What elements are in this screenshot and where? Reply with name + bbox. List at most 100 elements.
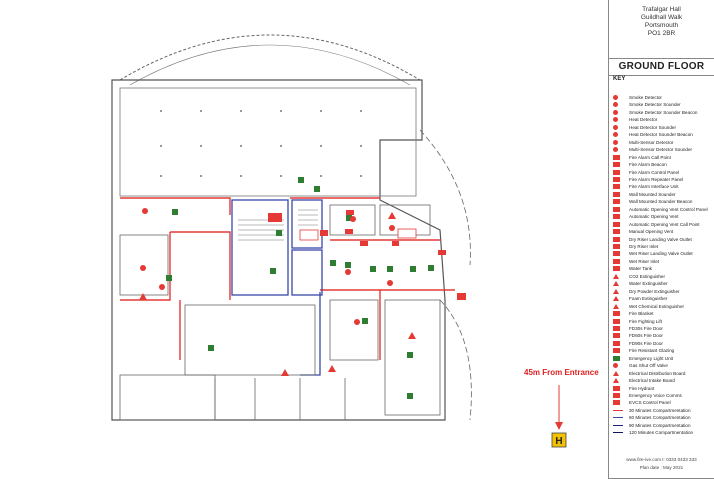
fire-device-markers xyxy=(139,208,466,376)
key-item-label: Fire Alarm Call Point xyxy=(629,154,671,160)
key-item-label: Gas Shut Off Valve xyxy=(629,363,668,369)
address-line-2: Guildhall Walk xyxy=(640,14,683,21)
key-symbol-icon xyxy=(613,117,618,123)
key-symbol-icon xyxy=(613,206,620,212)
key-item-label: Wall Mounted Sounder xyxy=(629,191,676,197)
key-item: EVCS Control Panel xyxy=(613,399,713,406)
key-item: Wet Riser Landing Valve Outlet xyxy=(613,250,713,257)
key-item: Manual Opening Vent xyxy=(613,228,713,235)
key-symbol-icon xyxy=(613,325,620,331)
key-symbol-icon xyxy=(613,318,620,324)
key-item-label: Emergency Voice Comms xyxy=(629,393,682,398)
key-symbol-icon xyxy=(613,214,620,220)
key-item: Fire Blanket xyxy=(613,310,713,317)
key-symbol-icon xyxy=(613,273,619,279)
key-symbol-icon xyxy=(613,424,623,426)
key-symbol-icon xyxy=(613,409,623,411)
fire-hydrant-icon xyxy=(551,432,567,448)
key-item: Smoke Detector xyxy=(613,94,713,101)
key-item: Automatic Opening Vent Call Point xyxy=(613,221,713,228)
key-item-label: Foam Extinguisher xyxy=(629,296,668,302)
key-item: Fire Resistant Glazing xyxy=(613,347,713,354)
key-symbol-icon xyxy=(613,311,620,317)
key-symbol-icon xyxy=(613,147,618,153)
key-symbol-icon xyxy=(613,400,620,406)
key-item-label: Fire Resistant Glazing xyxy=(629,348,675,354)
key-item: Multi-Sensor Detector Sounder xyxy=(613,146,713,153)
key-item: Automatic Opening Vent Control Panel xyxy=(613,206,713,213)
key-item-label: Fire Alarm Repeater Panel xyxy=(629,176,684,182)
column-grid xyxy=(160,110,362,177)
key-item-label: Smoke Detector xyxy=(629,95,662,100)
key-symbol-icon xyxy=(613,162,620,168)
compartment-60min xyxy=(231,199,323,376)
key-item-label: 60 Minutes Compartmentation xyxy=(629,415,691,421)
floor-title: GROUND FLOOR xyxy=(609,58,714,76)
key-item-label: Manual Opening Vent xyxy=(629,229,674,235)
key-symbol-icon xyxy=(613,258,620,264)
building-outline xyxy=(111,79,446,421)
key-item-label: Fire Blanket xyxy=(629,311,654,317)
key-item: Automatic Opening Vent xyxy=(613,213,713,220)
key-item-label: Wet Chemical Extinguisher xyxy=(629,303,685,309)
key-item: Wet Riser Inlet xyxy=(613,258,713,265)
footer-web: www.fire-ive.com t: 0333 0433 333 xyxy=(626,457,697,462)
key-symbol-icon xyxy=(613,281,619,287)
key-item-label: Dry Riser Landing Valve Outlet xyxy=(629,236,692,242)
key-item: 120 Minutes Compartmentation xyxy=(613,429,713,436)
key-item: Emergency Light Unit xyxy=(613,355,713,362)
key-symbol-icon xyxy=(613,191,620,197)
key-symbol-icon xyxy=(613,102,618,108)
main-hall xyxy=(119,87,417,197)
key-symbol-icon xyxy=(613,199,620,205)
key-item-label: FD90s Fire Door xyxy=(629,340,663,346)
interior-walls xyxy=(119,204,441,421)
floor-plan: H xyxy=(111,34,567,448)
right-curve-outer xyxy=(419,129,471,266)
key-item: Fire Alarm Repeater Panel xyxy=(613,176,713,183)
key-item: FD90s Fire Door xyxy=(613,340,713,347)
address-line-1: Trafalgar Hall xyxy=(642,6,681,13)
key-item-label: Fire Alarm Control Panel xyxy=(629,169,680,175)
key-symbol-icon xyxy=(613,340,620,346)
key-item: FD30s Fire Door xyxy=(613,325,713,332)
key-symbol-icon xyxy=(613,370,619,376)
key-symbol-icon xyxy=(613,124,618,130)
entrance-distance-label: 45m From Entrance xyxy=(524,368,599,377)
address-line-4: PO1 2BR xyxy=(647,30,676,37)
key-item: Wall Mounted Sounder Beacon xyxy=(613,198,713,205)
key-symbol-icon xyxy=(613,221,620,227)
aov-badge xyxy=(397,228,417,239)
key-item-label: Fire Alarm Beacon xyxy=(629,162,667,168)
key-symbol-icon xyxy=(613,393,620,398)
key-item: Electrical Intake Board xyxy=(613,377,713,384)
key-item: Wet Chemical Extinguisher xyxy=(613,303,713,310)
key-item-label: Multi-Sensor Detector Sounder xyxy=(629,147,693,153)
key-symbol-icon xyxy=(613,169,620,175)
key-item: 30 Minutes Compartmentation xyxy=(613,407,713,414)
key-item: Gas Shut Off Valve xyxy=(613,362,713,369)
key-item: 90 Minutes Compartmentation xyxy=(613,422,713,429)
key-item: Dry Riser Inlet xyxy=(613,243,713,250)
key-item: Smoke Detector Sounder xyxy=(613,101,713,108)
footer-date: Plan date : May 2021 xyxy=(639,465,684,470)
key-symbol-icon xyxy=(613,236,620,242)
key-item: Dry Powder Extinguisher xyxy=(613,288,713,295)
address-line-3: Portsmouth xyxy=(644,22,679,29)
key-item: Emergency Voice Comms xyxy=(613,392,713,399)
curved-frontage-inner xyxy=(129,44,411,86)
key-symbol-icon xyxy=(613,176,620,182)
key-item: FD60s Fire Door xyxy=(613,332,713,339)
fire-control-panel-badge xyxy=(299,229,319,241)
key-item: Wall Mounted Sounder xyxy=(613,191,713,198)
key-symbol-icon xyxy=(613,288,619,294)
key-item-label: FD30s Fire Door xyxy=(629,325,663,331)
key-symbol-icon xyxy=(613,303,619,309)
key-symbol-icon xyxy=(613,244,620,249)
key-item: Water Extinguisher xyxy=(613,280,713,287)
key-item-label: Heat Detector Sounder xyxy=(629,124,676,130)
key-item-label: Wet Riser Landing Valve Outlet xyxy=(629,251,693,257)
key-symbol-icon xyxy=(613,132,618,138)
hydrant-letter: H xyxy=(555,436,562,447)
key-item-label: Automatic Opening Vent xyxy=(629,214,679,220)
